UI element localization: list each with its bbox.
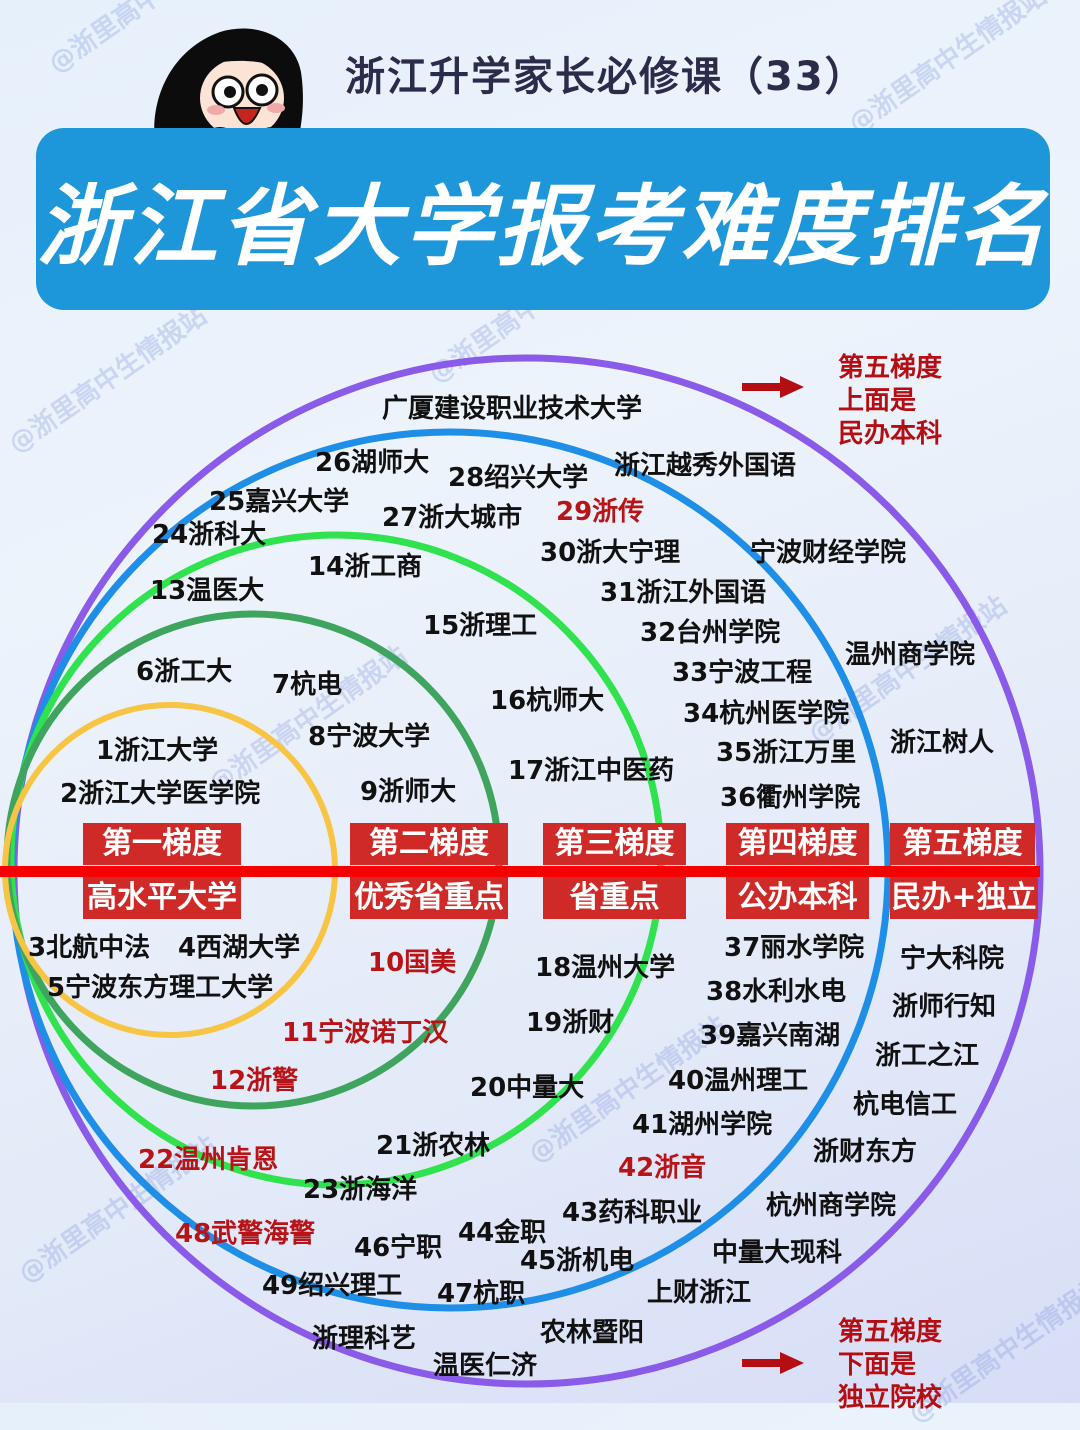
tier4-label: 第四梯度 [726,823,869,865]
university-label: 浙财东方 [813,1137,918,1167]
university-label: 46宁职 [354,1233,443,1263]
university-label: 8宁波大学 [308,722,431,752]
university-label: 中量大现科 [712,1238,843,1268]
university-label: 23浙海洋 [303,1175,418,1205]
university-label: 34杭州医学院 [683,699,850,729]
university-label: 31浙江外国语 [600,578,767,608]
university-label: 温州商学院 [845,640,976,670]
university-label: 杭州商学院 [766,1191,897,1221]
university-label: 27浙大城市 [382,503,523,533]
university-label: 浙理科艺 [312,1324,417,1354]
university-label: 33宁波工程 [672,658,813,688]
tier5-label: 第五梯度 [890,823,1035,865]
university-label: 9浙师大 [360,777,457,807]
university-label-highlighted: 22温州肯恩 [138,1145,279,1175]
tier2-sub: 优秀省重点 [350,877,508,919]
university-label-highlighted: 10国美 [368,948,457,978]
university-label: 浙师行知 [892,992,997,1022]
university-label: 15浙理工 [423,611,538,641]
tier4-sub: 公办本科 [726,877,869,919]
page-title: 浙江省大学报考难度排名 [36,174,1049,278]
university-label: 18温州大学 [535,953,676,983]
university-label: 38水利水电 [706,977,847,1007]
university-label: 广厦建设职业技术大学 [382,394,643,424]
university-label: 40温州理工 [668,1066,809,1096]
university-label: 24浙科大 [152,520,267,550]
university-label: 41湖州学院 [632,1110,773,1140]
university-label: 13温医大 [150,576,265,606]
university-label: 浙工之江 [875,1041,980,1071]
university-label: 32台州学院 [640,618,781,648]
university-label: 19浙财 [526,1008,615,1038]
university-label: 3北航中法 [28,933,151,963]
university-label: 1浙江大学 [96,736,219,766]
title-banner [36,128,1050,310]
university-label: 47杭职 [437,1279,526,1309]
university-label: 30浙大宁理 [540,538,681,568]
university-label: 14浙工商 [308,552,423,582]
university-label: 17浙江中医药 [508,756,675,786]
university-label: 25嘉兴大学 [209,487,350,517]
university-label: 宁大科院 [900,944,1005,974]
university-label: 36衢州学院 [720,783,861,813]
university-label-highlighted: 48武警海警 [175,1219,316,1249]
university-label: 宁波财经学院 [750,538,907,568]
university-label: 农林暨阳 [540,1318,645,1348]
university-label: 2浙江大学医学院 [60,779,261,809]
university-label: 5宁波东方理工大学 [47,973,274,1003]
note-tier5-above: 第五梯度 上面是 民办本科 [838,353,943,449]
university-label-highlighted: 29浙传 [556,497,645,527]
tier3-sub: 省重点 [543,877,686,919]
tier2-label: 第二梯度 [350,823,508,865]
university-label: 上财浙江 [647,1278,752,1308]
tier1-label: 第一梯度 [83,823,241,865]
university-label: 浙江树人 [890,728,995,758]
university-label: 44金职 [458,1218,547,1248]
university-label: 16杭师大 [490,686,605,716]
university-label: 浙江越秀外国语 [614,451,797,481]
university-label: 4西湖大学 [178,933,301,963]
university-label: 37丽水学院 [724,933,865,963]
university-label-highlighted: 11宁波诺丁汉 [282,1018,449,1048]
university-label: 43药科职业 [562,1198,703,1228]
university-label-highlighted: 12浙警 [210,1066,299,1096]
university-label: 杭电信工 [853,1090,958,1120]
tier3-label: 第三梯度 [543,823,686,865]
note-tier5-below: 第五梯度 下面是 独立院校 [838,1317,943,1413]
series-subtitle: 浙江升学家长必修课（33） [345,54,867,100]
arrow-right-icon [742,1352,804,1374]
university-label: 35浙江万里 [716,738,857,768]
university-label: 49绍兴理工 [262,1271,403,1301]
university-label: 45浙机电 [520,1246,635,1276]
university-label-highlighted: 42浙音 [618,1153,707,1183]
divider-line [0,866,1040,877]
tier1-sub: 高水平大学 [83,877,241,919]
university-label: 21浙农林 [376,1131,491,1161]
university-label: 20中量大 [470,1073,585,1103]
university-label: 7杭电 [272,670,343,700]
university-label: 6浙工大 [136,657,233,687]
tier5-sub: 民办+独立 [890,877,1038,919]
university-label: 28绍兴大学 [448,463,589,493]
university-label: 26湖师大 [315,448,430,478]
arrow-right-icon [742,376,804,398]
university-label: 温医仁济 [433,1351,538,1381]
university-label: 39嘉兴南湖 [700,1021,841,1051]
